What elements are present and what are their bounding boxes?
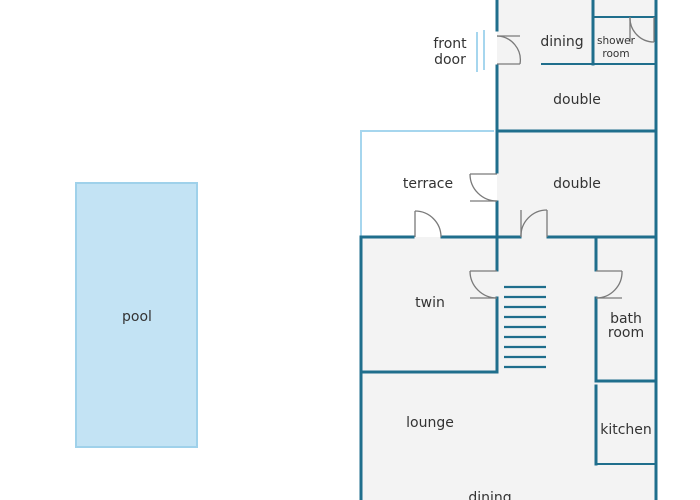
shower-room-label-line1: shower [597,35,636,47]
double-door [520,209,548,238]
terrace-label: terrace [403,176,453,192]
lounge-label: lounge [406,415,454,431]
double-upper-label: double [553,92,601,108]
bathroom-label-line1: bath [610,311,642,327]
dining-top-label: dining [540,34,583,50]
terrace-outline [360,130,494,236]
shower-room-label-line2: room [602,48,629,60]
twin-label: twin [415,295,445,311]
double-lower-label: double [553,176,601,192]
shower-door [629,16,655,43]
bathroom-label-line2: room [608,325,644,341]
front-door-label-line2: door [434,52,466,68]
twin-side-door [469,270,498,299]
dining-bottom-label: dining [468,490,511,500]
bathroom-door [595,270,623,299]
kitchen-label: kitchen [600,422,652,438]
pool-label: pool [122,309,152,325]
room-fills [361,0,656,500]
staircase [504,285,546,369]
terrace-door [469,173,498,202]
front-door [476,30,521,72]
front-door-label-line1: front [433,36,467,52]
pool-area [75,182,198,448]
twin-door [414,210,442,238]
walls [359,0,658,500]
